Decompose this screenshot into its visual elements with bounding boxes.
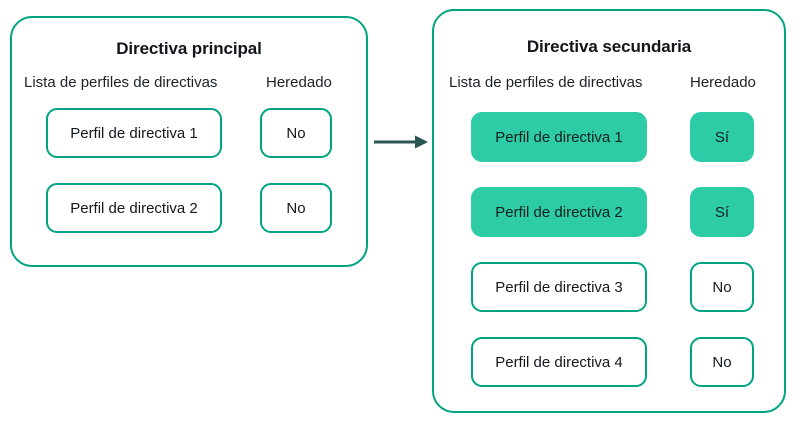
panel-secondary-rows: Perfil de directiva 1 Sí Perfil de direc… bbox=[434, 11, 784, 411]
inherited-status-chip: No bbox=[690, 337, 754, 387]
inherited-status-chip: Sí bbox=[690, 187, 754, 237]
inherited-status-chip: No bbox=[260, 108, 332, 158]
panel-primary-policy: Directiva principal Lista de perfiles de… bbox=[10, 16, 368, 267]
panel-primary-title: Directiva principal bbox=[116, 39, 262, 58]
policy-profile-chip[interactable]: Perfil de directiva 4 bbox=[471, 337, 647, 387]
column-header-policy-profile-list: Lista de perfiles de directivas bbox=[24, 74, 218, 91]
policy-profile-chip[interactable]: Perfil de directiva 3 bbox=[471, 262, 647, 312]
policy-profile-chip[interactable]: Perfil de directiva 2 bbox=[471, 187, 647, 237]
column-header-inherited: Heredado bbox=[690, 74, 756, 91]
inherited-status-chip: No bbox=[690, 262, 754, 312]
panel-primary-rows: Perfil de directiva 1 No Perfil de direc… bbox=[12, 18, 366, 265]
column-header-policy-profile-list: Lista de perfiles de directivas bbox=[449, 74, 643, 91]
inherited-status-chip: Sí bbox=[690, 112, 754, 162]
inherited-status-chip: No bbox=[260, 183, 332, 233]
arrow-right-icon bbox=[374, 132, 428, 152]
panel-secondary-policy: Directiva secundaria Lista de perfiles d… bbox=[432, 9, 786, 413]
column-header-inherited: Heredado bbox=[266, 74, 332, 91]
policy-profile-chip[interactable]: Perfil de directiva 1 bbox=[471, 112, 647, 162]
panel-secondary-title: Directiva secundaria bbox=[526, 37, 692, 56]
policy-profile-chip[interactable]: Perfil de directiva 2 bbox=[46, 183, 222, 233]
policy-profile-chip[interactable]: Perfil de directiva 1 bbox=[46, 108, 222, 158]
